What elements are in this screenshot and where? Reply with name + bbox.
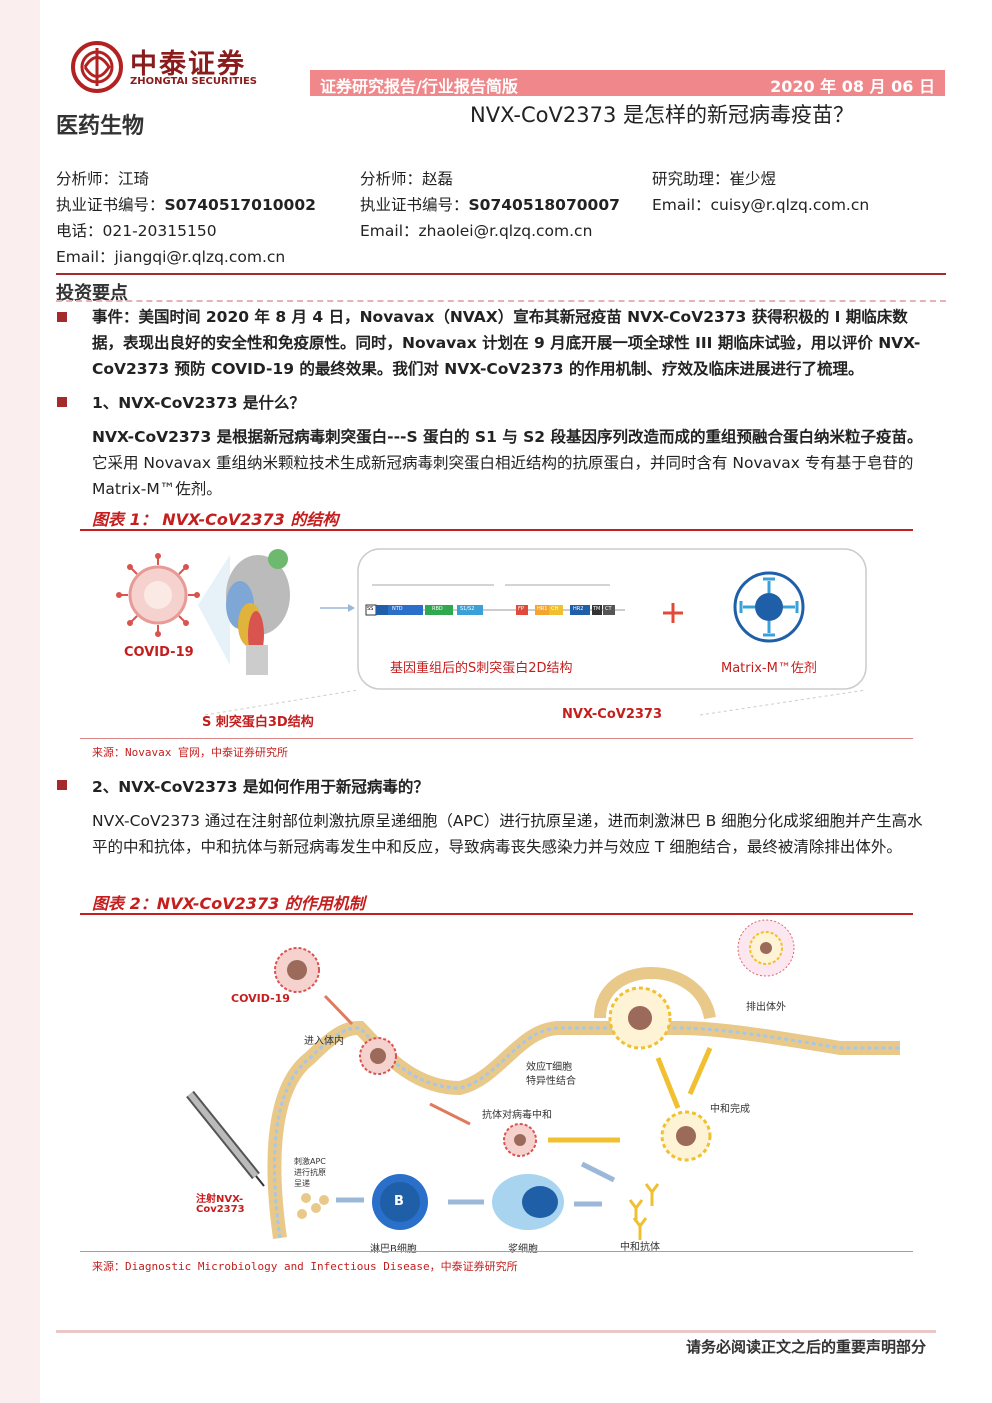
figure-2-graphic bbox=[186, 919, 900, 1240]
logo-english: ZHONGTAI SECURITIES bbox=[130, 76, 257, 87]
figure-1-caption: 图表 1： NVX-CoV2373 的结构 bbox=[92, 510, 339, 529]
fig2-enter-label: 进入体内 bbox=[304, 1036, 344, 1047]
covid-label: COVID-19 bbox=[124, 645, 194, 660]
left-margin-bar bbox=[0, 0, 40, 1403]
figure-2-source: 来源：Diagnostic Microbiology and Infectiou… bbox=[92, 1260, 518, 1273]
author-block-3: 研究助理：崔少煜 Email：cuisy@r.qlzq.com.cn bbox=[652, 166, 869, 218]
segment-label: HR1 bbox=[537, 606, 548, 612]
fig2-done-label: 中和完成 bbox=[710, 1104, 750, 1115]
segment-label: S1/S2 bbox=[460, 606, 475, 612]
figure-2: COVID-19 进入体内 效应T细胞 特异性结合 抗体对病毒中和 排出体外 中… bbox=[80, 918, 913, 1255]
page-title: NVX-CoV2373 是怎样的新冠病毒疫苗？ bbox=[470, 103, 854, 127]
figure-1-source: 来源：Novavax 官网，中泰证券研究所 bbox=[92, 746, 288, 759]
protein-3d-label: S 刺突蛋白3D结构 bbox=[202, 715, 314, 730]
bullet-icon bbox=[57, 397, 67, 407]
fig2-tcell-label-1: 效应T细胞 bbox=[526, 1062, 573, 1073]
company-logo: 中泰证券 ZHONGTAI SECURITIES bbox=[70, 40, 270, 96]
report-banner: 证券研究报告/行业报告简版 2020 年 08 月 06 日 bbox=[310, 70, 945, 96]
author-role: 分析师：江琦 bbox=[56, 170, 150, 188]
virus-exit-icon bbox=[737, 919, 795, 977]
matrix-m-adjuvant-icon bbox=[733, 571, 805, 643]
antibody-icon bbox=[628, 1183, 660, 1240]
segment-label: CT bbox=[605, 606, 612, 612]
divider bbox=[56, 273, 946, 275]
author-email: Email：zhaolei@r.qlzq.com.cn bbox=[360, 222, 593, 240]
divider-dashed bbox=[56, 300, 946, 302]
fig2-bcell-label: 淋巴B细胞 bbox=[370, 1244, 417, 1255]
question-1-body: NVX-CoV2373 是根据新冠病毒刺突蛋白---S 蛋白的 S1 与 S2 … bbox=[92, 428, 923, 498]
author-cert: 执业证书编号：S0740517010002 bbox=[56, 196, 316, 214]
segment-label: CH bbox=[551, 606, 559, 612]
figure-2-caption: 图表 2：NVX-CoV2373 的作用机制 bbox=[92, 894, 365, 913]
figure-2-top-rule bbox=[80, 913, 913, 915]
fig2-apc-label-3: 呈递 bbox=[294, 1179, 310, 1188]
sector-label: 医药生物 bbox=[56, 114, 145, 139]
author-role: 分析师：赵磊 bbox=[360, 170, 454, 188]
fig2-plasma-label: 浆细胞 bbox=[508, 1244, 538, 1255]
figure-1-top-rule bbox=[80, 529, 913, 531]
footer-disclaimer: 请务必阅读正文之后的重要声明部分 bbox=[685, 1338, 926, 1356]
fig2-inject-label-1: 注射NVX- bbox=[196, 1194, 244, 1205]
apc-cells-icon bbox=[297, 1193, 329, 1219]
segment-label: NTD bbox=[392, 606, 403, 612]
figure-1-graphic bbox=[116, 548, 867, 716]
protein-2d-label: 基因重组后的S刺突蛋白2D结构 bbox=[390, 661, 573, 676]
plasma-cell-icon bbox=[492, 1174, 564, 1230]
fig2-inject-label-2: Cov2373 bbox=[196, 1204, 245, 1215]
segment-label: SS bbox=[367, 606, 374, 612]
question-1-heading: 1、NVX-CoV2373 是什么？ bbox=[92, 394, 305, 412]
virus-entering-icon bbox=[359, 1037, 397, 1075]
author-block-1: 分析师：江琦 执业证书编号：S0740517010002 电话：021-2031… bbox=[56, 166, 316, 270]
matrix-label: Matrix-M™佐剂 bbox=[721, 661, 817, 676]
syringe-icon bbox=[186, 1090, 265, 1187]
fig2-neutralize-label: 抗体对病毒中和 bbox=[482, 1110, 552, 1121]
virus-neutralized-icon bbox=[660, 1110, 712, 1162]
vaccine-label: NVX-CoV2373 bbox=[562, 707, 663, 722]
author-role: 研究助理：崔少煜 bbox=[652, 170, 777, 188]
spike-protein-3d-icon bbox=[226, 549, 290, 675]
author-cert: 执业证书编号：S0740518070007 bbox=[360, 196, 620, 214]
fig2-antibody-label: 中和抗体 bbox=[620, 1242, 660, 1253]
virus-antibody-icon bbox=[503, 1123, 537, 1157]
bullet-icon bbox=[57, 312, 67, 322]
fig2-tcell-label-2: 特异性结合 bbox=[526, 1076, 576, 1087]
report-type: 证券研究报告/行业报告简版 bbox=[320, 77, 518, 96]
fig2-apc-label-1: 刺激APC bbox=[294, 1157, 326, 1166]
figure-2-bottom-rule bbox=[80, 1251, 913, 1252]
covid-virus-icon bbox=[274, 947, 320, 993]
fig2-covid-label: COVID-19 bbox=[231, 992, 290, 1005]
b-cell-icon bbox=[372, 1174, 428, 1230]
author-phone: 电话：021-20315150 bbox=[56, 222, 217, 240]
logo-mark-icon bbox=[71, 41, 123, 93]
question-2-heading: 2、NVX-CoV2373 是如何作用于新冠病毒的？ bbox=[92, 778, 429, 796]
intro-paragraph: 事件：美国时间 2020 年 8 月 4 日，Novavax（NVAX）宣布其新… bbox=[92, 308, 921, 378]
author-email: Email：cuisy@r.qlzq.com.cn bbox=[652, 196, 870, 214]
figure-1: COVID-19 基因重组后的S刺突蛋白2D结构 Matrix-M™佐剂 S 刺… bbox=[80, 535, 913, 735]
report-date: 2020 年 08 月 06 日 bbox=[770, 77, 935, 96]
b-cell-letter: B bbox=[394, 1194, 404, 1209]
logo-chinese: 中泰证券 bbox=[130, 49, 246, 80]
covid-virus-icon bbox=[116, 553, 200, 637]
virus-bound-tcell-icon bbox=[608, 986, 672, 1050]
fig2-exit-label: 排出体外 bbox=[746, 1002, 786, 1013]
segment-label: RBD bbox=[432, 606, 443, 612]
section-title: 投资要点 bbox=[56, 283, 128, 304]
question-2-body: NVX-CoV2373 通过在注射部位刺激抗原呈递细胞（APC）进行抗原呈递，进… bbox=[92, 812, 923, 856]
footer-divider bbox=[56, 1330, 936, 1333]
segment-label: TM bbox=[593, 606, 601, 612]
author-block-2: 分析师：赵磊 执业证书编号：S0740518070007 Email：zhaol… bbox=[360, 166, 620, 244]
figure-1-bottom-rule bbox=[80, 738, 913, 739]
segment-label: FP bbox=[518, 606, 524, 612]
author-email: Email：jiangqi@r.qlzq.com.cn bbox=[56, 248, 286, 266]
bullet-icon bbox=[57, 780, 67, 790]
segment-label: HR2 bbox=[573, 606, 584, 612]
fig2-apc-label-2: 进行抗原 bbox=[294, 1168, 326, 1177]
